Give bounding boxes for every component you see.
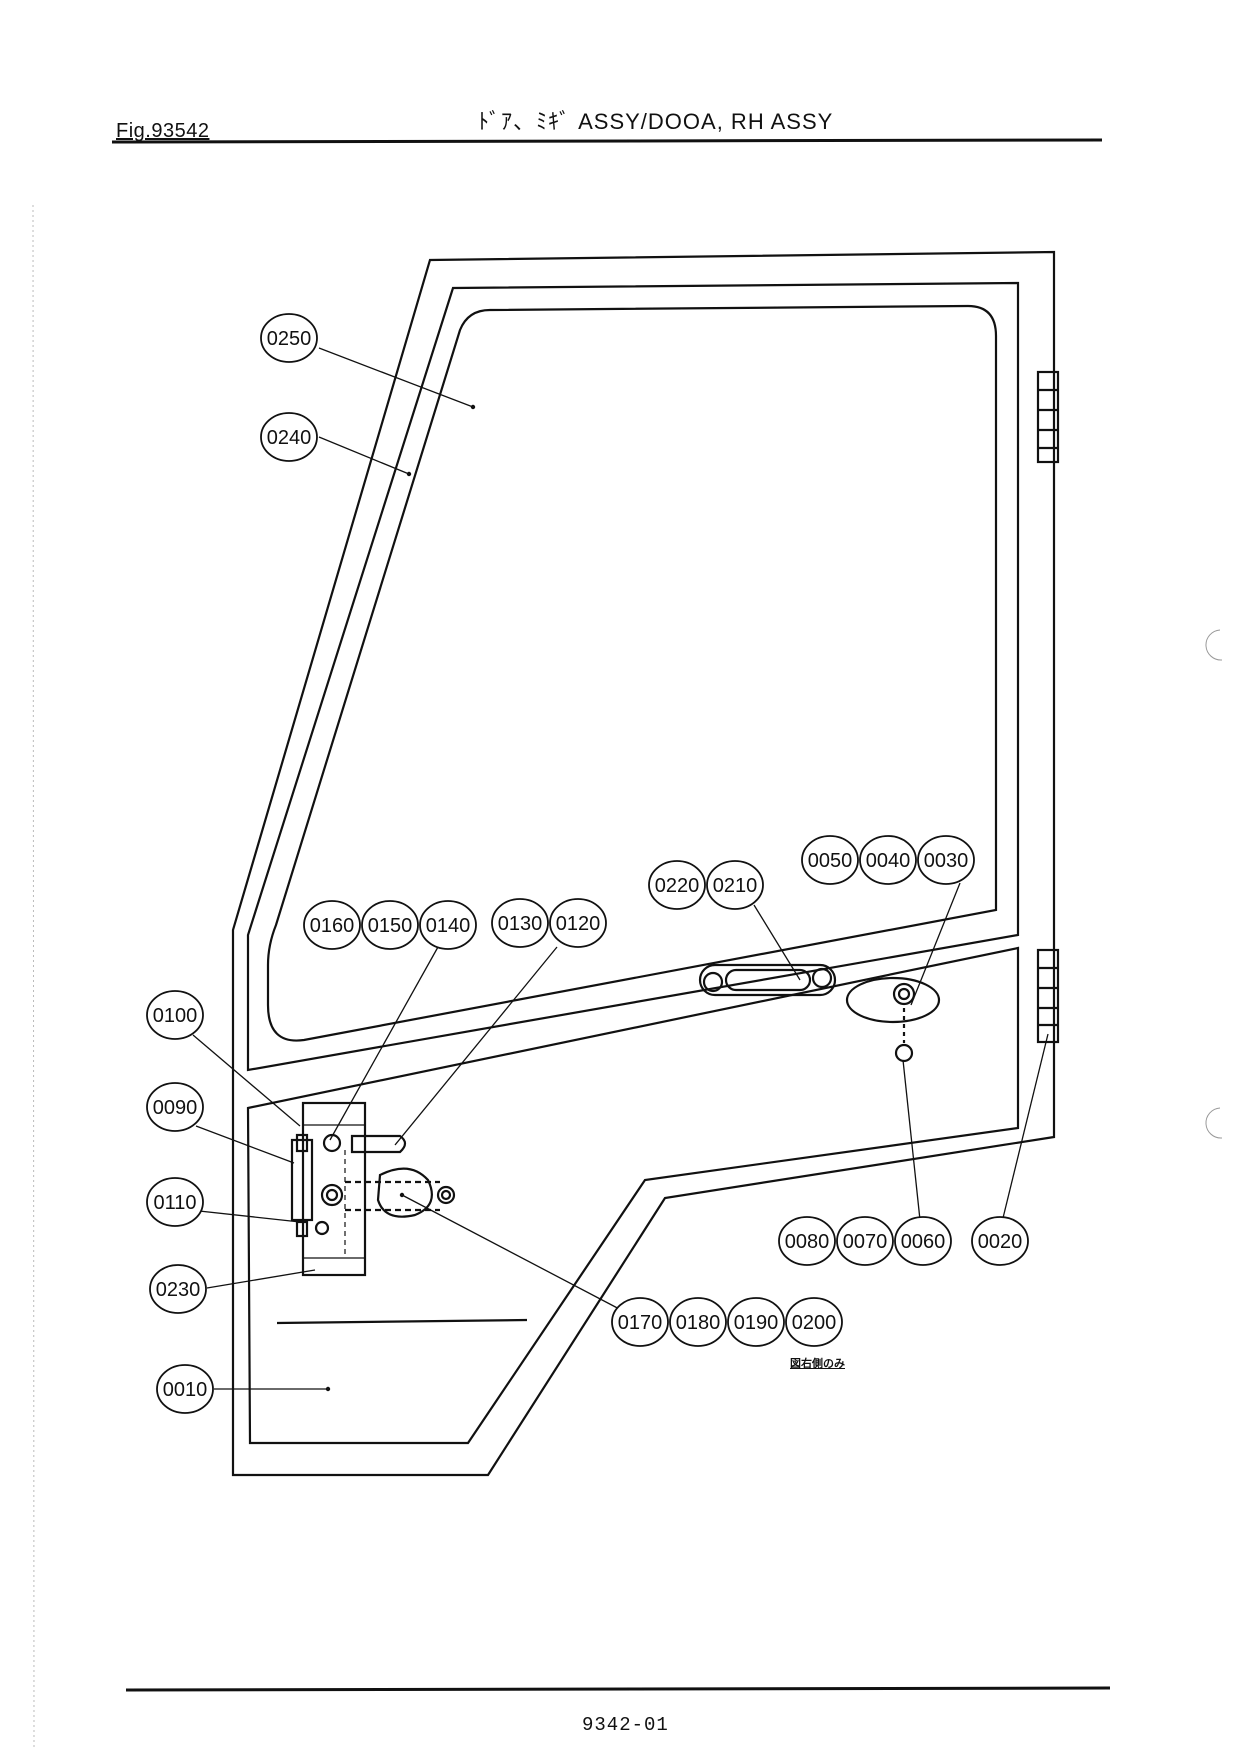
outer-handle bbox=[698, 963, 837, 997]
diagram-note: 図右側のみ bbox=[790, 1358, 845, 1370]
svg-text:0010: 0010 bbox=[163, 1379, 208, 1401]
svg-text:0240: 0240 bbox=[267, 427, 312, 449]
callout-0230: 0230 bbox=[149, 1264, 207, 1314]
binder-hole-mark bbox=[1205, 629, 1223, 661]
key-escutcheon bbox=[845, 976, 941, 1024]
svg-text:0100: 0100 bbox=[153, 1005, 198, 1027]
svg-text:0230: 0230 bbox=[156, 1279, 201, 1301]
key-cylinder bbox=[892, 982, 916, 1006]
callout-0070: 0070 bbox=[836, 1216, 894, 1266]
callout-0140: 0140 bbox=[419, 900, 477, 950]
door-outer-frame bbox=[231, 250, 1056, 1477]
callout-0060: 0060 bbox=[894, 1216, 952, 1266]
leader-dots bbox=[325, 404, 476, 1392]
svg-text:0140: 0140 bbox=[426, 915, 471, 937]
callout-0200: 0200 bbox=[785, 1297, 843, 1347]
lower-hinge bbox=[1036, 948, 1060, 1044]
callout-0110: 0110 bbox=[146, 1177, 204, 1227]
callout-0080: 0080 bbox=[778, 1216, 836, 1266]
callout-0210: 0210 bbox=[706, 860, 764, 910]
lower-door-panel bbox=[246, 946, 1020, 1445]
inner-handle-plate bbox=[376, 1167, 433, 1218]
key-nut bbox=[894, 1043, 914, 1063]
callout-0130: 0130 bbox=[491, 898, 549, 948]
svg-text:0150: 0150 bbox=[368, 915, 413, 937]
scan-margin-line bbox=[32, 204, 35, 1751]
callout-0160: 0160 bbox=[303, 900, 361, 950]
lock-lever bbox=[350, 1134, 407, 1154]
svg-text:0020: 0020 bbox=[978, 1231, 1023, 1253]
figure-number: Fig.93542 bbox=[116, 120, 210, 142]
svg-text:0110: 0110 bbox=[153, 1192, 196, 1214]
callout-0180: 0180 bbox=[669, 1297, 727, 1347]
svg-text:0190: 0190 bbox=[734, 1312, 779, 1334]
callout-0150: 0150 bbox=[361, 900, 419, 950]
callout-0250: 0250 bbox=[260, 313, 318, 363]
svg-text:0170: 0170 bbox=[618, 1312, 663, 1334]
callout-0170: 0170 bbox=[611, 1297, 669, 1347]
door-lock-body bbox=[301, 1101, 367, 1277]
svg-text:0030: 0030 bbox=[924, 850, 969, 872]
svg-text:0050: 0050 bbox=[808, 850, 853, 872]
callout-0220: 0220 bbox=[648, 860, 706, 910]
callout-0050: 0050 bbox=[801, 835, 859, 885]
svg-text:0040: 0040 bbox=[866, 850, 911, 872]
callout-0240: 0240 bbox=[260, 412, 318, 462]
header-rule bbox=[111, 138, 1103, 144]
svg-text:0160: 0160 bbox=[310, 915, 355, 937]
panel-trim-line bbox=[276, 1318, 528, 1325]
svg-text:0250: 0250 bbox=[267, 328, 312, 350]
svg-text:0220: 0220 bbox=[655, 875, 700, 897]
callout-0040: 0040 bbox=[859, 835, 917, 885]
page-number: 9342-01 bbox=[582, 1714, 669, 1736]
svg-text:0130: 0130 bbox=[498, 913, 543, 935]
window-frame-outer bbox=[246, 281, 1020, 1072]
callout-0020: 0020 bbox=[971, 1216, 1029, 1266]
svg-text:0090: 0090 bbox=[153, 1097, 198, 1119]
outer-handle-grip bbox=[724, 968, 812, 992]
svg-text:0200: 0200 bbox=[792, 1312, 837, 1334]
binder-hole-mark bbox=[1205, 1107, 1223, 1139]
svg-text:0060: 0060 bbox=[901, 1231, 946, 1253]
svg-text:0070: 0070 bbox=[843, 1231, 888, 1253]
callout-0100: 0100 bbox=[146, 990, 204, 1040]
leader-lines bbox=[189, 347, 1049, 1390]
callout-0030: 0030 bbox=[917, 835, 975, 885]
callout-0090: 0090 bbox=[146, 1082, 204, 1132]
footer-rule bbox=[125, 1686, 1111, 1692]
diagram-title: ﾄﾞｱ、ﾐｷﾞ ASSY/DOOA, RH ASSY bbox=[478, 109, 834, 134]
callout-0010: 0010 bbox=[156, 1364, 214, 1414]
svg-text:0180: 0180 bbox=[676, 1312, 721, 1334]
callout-0120: 0120 bbox=[549, 898, 607, 948]
door-outline-group bbox=[231, 250, 1060, 1477]
window-glass-outline bbox=[266, 304, 998, 1042]
callout-balloons: 0250 0240 0050 0040 0030 0220 bbox=[146, 313, 1029, 1414]
svg-text:0210: 0210 bbox=[713, 875, 758, 897]
upper-hinge bbox=[1036, 370, 1060, 464]
svg-text:0120: 0120 bbox=[556, 913, 601, 935]
callout-0190: 0190 bbox=[727, 1297, 785, 1347]
svg-text:0080: 0080 bbox=[785, 1231, 830, 1253]
